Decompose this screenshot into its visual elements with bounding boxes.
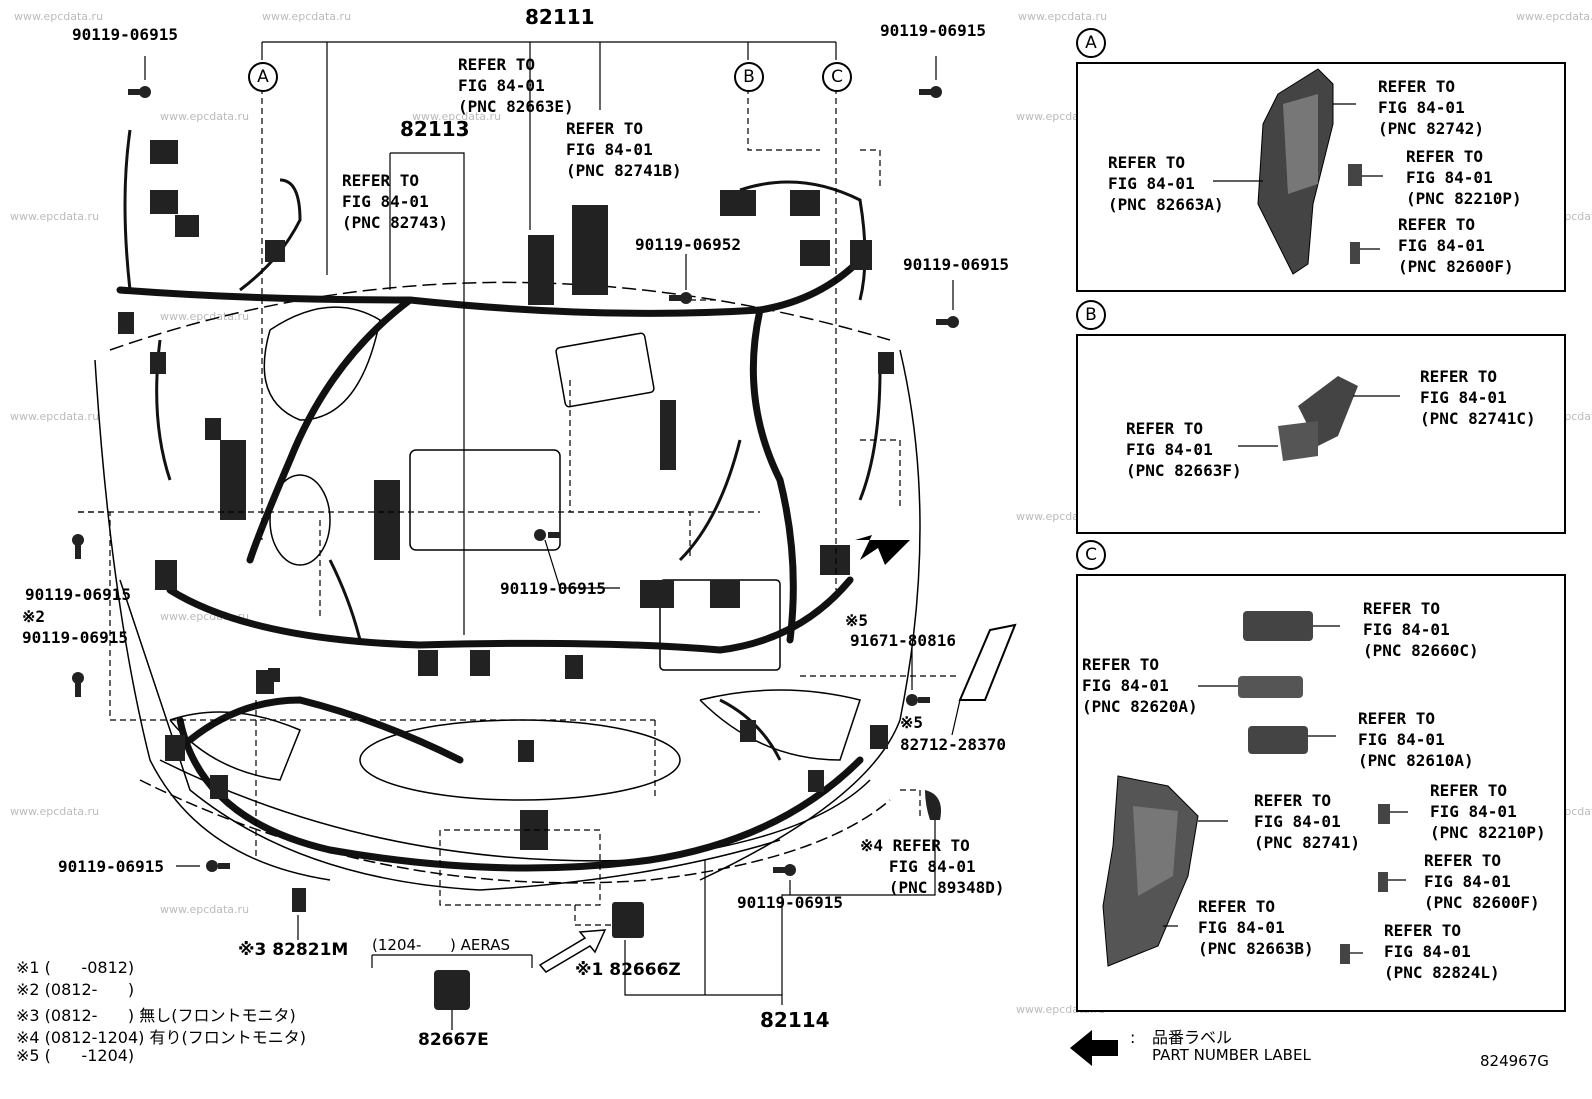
reservoir-left bbox=[269, 474, 331, 566]
panel-c-ref-82610a: REFER TO FIG 84-01 (PNC 82610A) bbox=[1358, 709, 1474, 770]
footnote-3: ※3 (0812- ) 無し(フロントモニタ) bbox=[16, 1006, 296, 1025]
bolt-label-bottom-mid: 90119-06915 bbox=[737, 893, 843, 912]
callout-a: A bbox=[248, 62, 278, 92]
watermark: www.epcdata.ru bbox=[1516, 10, 1592, 23]
part-label-82712: 82712-28370 bbox=[900, 735, 1006, 754]
watermark: www.epcdata.ru bbox=[1018, 10, 1108, 23]
bumper-outline bbox=[139, 779, 891, 884]
harness-82111-down bbox=[246, 296, 414, 564]
bolt-label-top-right: 90119-06915 bbox=[880, 21, 986, 40]
panel-c-ref-82210p: REFER TO FIG 84-01 (PNC 82210P) bbox=[1430, 781, 1546, 842]
watermark: www.epcdata.ru bbox=[160, 903, 250, 916]
body-outline-right bbox=[699, 349, 921, 881]
panel-a-ref-82663a: REFER TO FIG 84-01 (PNC 82663A) bbox=[1108, 153, 1224, 214]
detail-panel-c bbox=[1076, 574, 1566, 1012]
panel-a-label: A bbox=[1076, 28, 1106, 58]
refer-82743: REFER TO FIG 84-01 (PNC 82743) bbox=[342, 171, 448, 232]
engine-block bbox=[409, 449, 561, 551]
panel-a-drawing bbox=[1213, 68, 1383, 275]
part-89348d bbox=[925, 790, 941, 820]
panel-c-ref-82741: REFER TO FIG 84-01 (PNC 82741) bbox=[1254, 791, 1360, 852]
panel-c-ref-82660c: REFER TO FIG 84-01 (PNC 82660C) bbox=[1363, 599, 1479, 660]
watermark: www.epcdata.ru bbox=[412, 110, 502, 123]
bolt-label-mid: 90119-06952 bbox=[635, 235, 741, 254]
panel-c-ref-82663b: REFER TO FIG 84-01 (PNC 82663B) bbox=[1198, 897, 1314, 958]
callout-b: B bbox=[734, 62, 764, 92]
panel-c-ref-82620a: REFER TO FIG 84-01 (PNC 82620A) bbox=[1082, 655, 1198, 716]
watermark: www.epcdata.ru bbox=[262, 10, 352, 23]
panel-b-label: B bbox=[1076, 300, 1106, 330]
panel-b-drawing bbox=[1238, 376, 1400, 461]
bolt-label-left-2: ※2 90119-06915 bbox=[22, 607, 128, 647]
mark-x5-a: ※5 bbox=[845, 611, 869, 630]
panel-c-drawing bbox=[1102, 611, 1408, 967]
watermark: www.epcdata.ru bbox=[160, 310, 250, 323]
battery bbox=[555, 332, 655, 408]
refer-89348d: ※4 REFER TO FIG 84-01 (PNC 89348D) bbox=[860, 836, 1005, 897]
bolt-label-bottom-left: 90119-06915 bbox=[58, 857, 164, 876]
harness-82111-right bbox=[749, 306, 797, 644]
bolt-label-top-left: 90119-06915 bbox=[72, 25, 178, 44]
body-outline-lower bbox=[119, 579, 781, 891]
panel-b-ref-82741c: REFER TO FIG 84-01 (PNC 82741C) bbox=[1420, 367, 1536, 428]
panel-c-ref-82824l: REFER TO FIG 84-01 (PNC 82824L) bbox=[1384, 921, 1500, 982]
watermark: www.epcdata.ru bbox=[10, 410, 100, 423]
harness-82114-branch bbox=[186, 696, 464, 764]
watermark: www.epcdata.ru bbox=[10, 805, 100, 818]
part-label-91671: 91671-80816 bbox=[850, 631, 956, 650]
detail-panel-b bbox=[1076, 334, 1566, 534]
footnote-5: ※5 ( -1204) bbox=[16, 1046, 135, 1065]
bolt-label-center: 90119-06915 bbox=[500, 579, 606, 598]
refer-82741b: REFER TO FIG 84-01 (PNC 82741B) bbox=[566, 119, 682, 180]
legend-jp: 品番ラベル bbox=[1152, 1028, 1233, 1047]
bolt-label-right: 90119-06915 bbox=[903, 255, 1009, 274]
footnote-2: ※2 (0812- ) bbox=[16, 980, 135, 999]
hood-dome bbox=[263, 306, 381, 421]
figure-id: 824967G bbox=[1480, 1052, 1549, 1070]
pnc-82114-label: 82114 bbox=[760, 1008, 830, 1032]
pnc-82113-label: 82113 bbox=[400, 117, 470, 141]
panel-c-ref-82600f: REFER TO FIG 84-01 (PNC 82600F) bbox=[1424, 851, 1540, 912]
detail-panel-a bbox=[1076, 62, 1566, 292]
watermark: www.epcdata.ru bbox=[160, 110, 250, 123]
panel-c-label: C bbox=[1076, 540, 1106, 570]
refer-82663e: REFER TO FIG 84-01 (PNC 82663E) bbox=[458, 55, 574, 116]
harness-82113 bbox=[166, 576, 854, 654]
pnc-82667e-label: 82667E bbox=[418, 1030, 489, 1050]
bolt-label-left-1: 90119-06915 bbox=[25, 585, 131, 604]
panel-a-ref-82600f: REFER TO FIG 84-01 (PNC 82600F) bbox=[1398, 215, 1514, 276]
bracket-82712 bbox=[958, 623, 1017, 701]
legend-arrow bbox=[1070, 1030, 1118, 1066]
pnc-82666z-label: ※1 82666Z bbox=[575, 960, 681, 980]
callout-c: C bbox=[822, 62, 852, 92]
footnote-1: ※1 ( -0812) bbox=[16, 958, 135, 977]
body-outline-left bbox=[94, 359, 331, 881]
watermark: www.epcdata.ru bbox=[14, 10, 104, 23]
harness-82114 bbox=[176, 716, 864, 872]
legend-colon: : bbox=[1130, 1028, 1136, 1047]
part-number-label-arrow bbox=[855, 535, 910, 565]
pnc-82111-label: 82111 bbox=[525, 5, 595, 29]
hood-outline bbox=[109, 281, 891, 351]
aeras-arrow bbox=[538, 929, 607, 973]
headlight-left bbox=[169, 711, 301, 781]
legend-en: PART NUMBER LABEL bbox=[1152, 1046, 1311, 1064]
aeras-label: (1204- ) AERAS bbox=[372, 936, 511, 954]
bumper-outline-inner bbox=[159, 759, 871, 862]
watermark: www.epcdata.ru bbox=[10, 210, 100, 223]
footnote-4: ※4 (0812-1204) 有り(フロントモニタ) bbox=[16, 1028, 306, 1047]
mark-x5-b: ※5 bbox=[900, 713, 924, 732]
pnc-82821m-label: ※3 82821M bbox=[238, 940, 349, 960]
harness-82111-main bbox=[116, 256, 864, 317]
panel-b-ref-82663f: REFER TO FIG 84-01 (PNC 82663F) bbox=[1126, 419, 1242, 480]
panel-a-ref-82210p: REFER TO FIG 84-01 (PNC 82210P) bbox=[1406, 147, 1522, 208]
panel-a-ref-82742: REFER TO FIG 84-01 (PNC 82742) bbox=[1378, 77, 1484, 138]
